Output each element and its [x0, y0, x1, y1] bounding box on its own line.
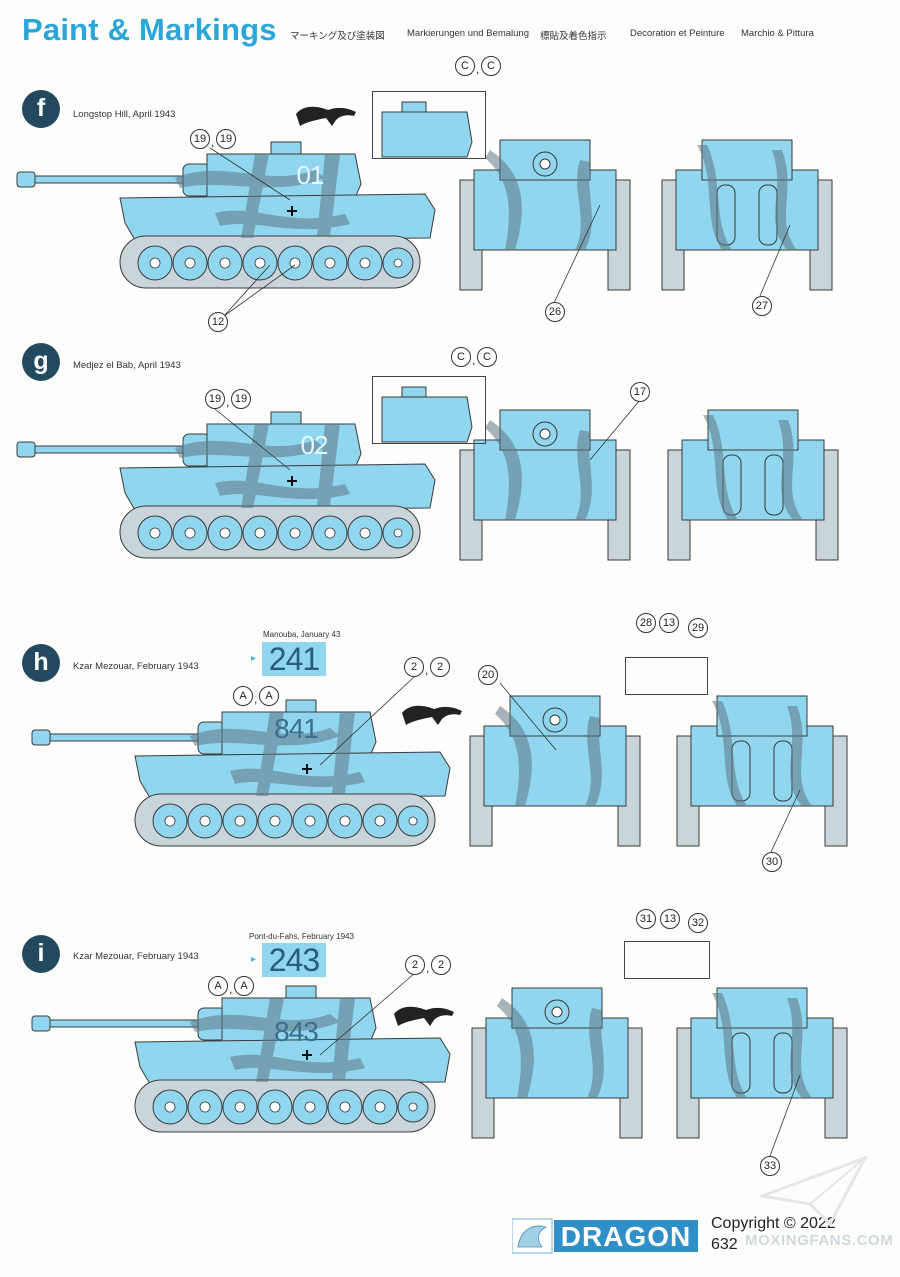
callout-h-2b: 2 — [430, 657, 450, 677]
callout-f-27: 27 — [752, 296, 772, 316]
callout-f-19b: 19 — [216, 129, 236, 149]
callout-f-26: 26 — [545, 302, 565, 322]
title-french: Decoration et Peinture — [630, 28, 725, 39]
callout-g-19a: 19 — [205, 389, 225, 409]
section-badge-i: i — [22, 935, 60, 973]
alt-number-h: 241 — [262, 642, 326, 676]
detail-panel-h — [625, 657, 708, 695]
callout-i-33: 33 — [760, 1156, 780, 1176]
section-badge-g: g — [22, 343, 60, 381]
callout-h-13: 13 — [659, 613, 679, 633]
callout-f-c2: C — [481, 56, 501, 76]
turret-number-h: 841 — [274, 713, 319, 744]
callout-g-c2: C — [477, 347, 497, 367]
section-location-h: Kzar Mezouar, February 1943 — [73, 661, 199, 672]
turret-number-f: 01 — [296, 160, 325, 190]
callout-h-30: 30 — [762, 852, 782, 872]
callout-i-32: 32 — [688, 913, 708, 933]
title-german: Markierungen und Bemalung — [407, 28, 529, 39]
callout-f-12: 12 — [208, 312, 228, 332]
section-location-i: Kzar Mezouar, February 1943 — [73, 951, 199, 962]
section-location-g: Medjez el Bab, April 1943 — [73, 360, 181, 371]
callout-h-2a: 2 — [404, 657, 424, 677]
section-badge-f: f — [22, 90, 60, 128]
callout-g-19b: 19 — [231, 389, 251, 409]
dragon-logo: DRAGON — [512, 1218, 698, 1254]
callout-h-29: 29 — [688, 618, 708, 638]
arrow-icon: ▸ — [251, 954, 257, 965]
section-location-f: Longstop Hill, April 1943 — [73, 109, 176, 120]
callout-i-2a: 2 — [405, 955, 425, 975]
turret-detail-panel-g — [372, 376, 486, 444]
title-chinese: 標貼及着色指示 — [540, 31, 607, 42]
alt-label-i: Pont-du-Fahs, February 1943 — [249, 932, 354, 941]
title-italian: Marchio & Pittura — [741, 28, 814, 39]
callout-f-19a: 19 — [190, 129, 210, 149]
section-badge-h: h — [22, 644, 60, 682]
alt-number-i: 243 — [262, 943, 326, 977]
alt-label-h: Manouba, January 43 — [263, 630, 341, 639]
brand-text: DRAGON — [561, 1221, 691, 1252]
turret-number-g: 02 — [300, 430, 329, 460]
callout-i-a2: A — [234, 976, 254, 996]
turret-number-i: 843 — [274, 1016, 319, 1047]
page-title: Paint & Markings — [22, 12, 277, 47]
callout-i-31: 31 — [636, 909, 656, 929]
callout-h-20: 20 — [478, 665, 498, 685]
turret-detail-panel-f — [372, 91, 486, 159]
callout-h-a1: A — [233, 686, 253, 706]
title-japanese: マーキング及び塗装図 — [290, 31, 385, 42]
callout-f-c1: C — [455, 56, 475, 76]
detail-panel-i — [624, 941, 710, 979]
paper-plane-icon — [760, 1156, 868, 1227]
callout-h-a2: A — [259, 686, 279, 706]
arrow-icon: ▸ — [251, 653, 257, 664]
callout-i-a1: A — [208, 976, 228, 996]
callout-i-2b: 2 — [431, 955, 451, 975]
callout-i-13: 13 — [660, 909, 680, 929]
copyright-text: Copyright © 2022 — [711, 1215, 836, 1232]
watermark: MOXINGFANS.COM — [745, 1232, 894, 1249]
product-code: 632 — [711, 1236, 738, 1253]
callout-g-17: 17 — [630, 382, 650, 402]
callout-h-28: 28 — [636, 613, 656, 633]
callout-g-c1: C — [451, 347, 471, 367]
